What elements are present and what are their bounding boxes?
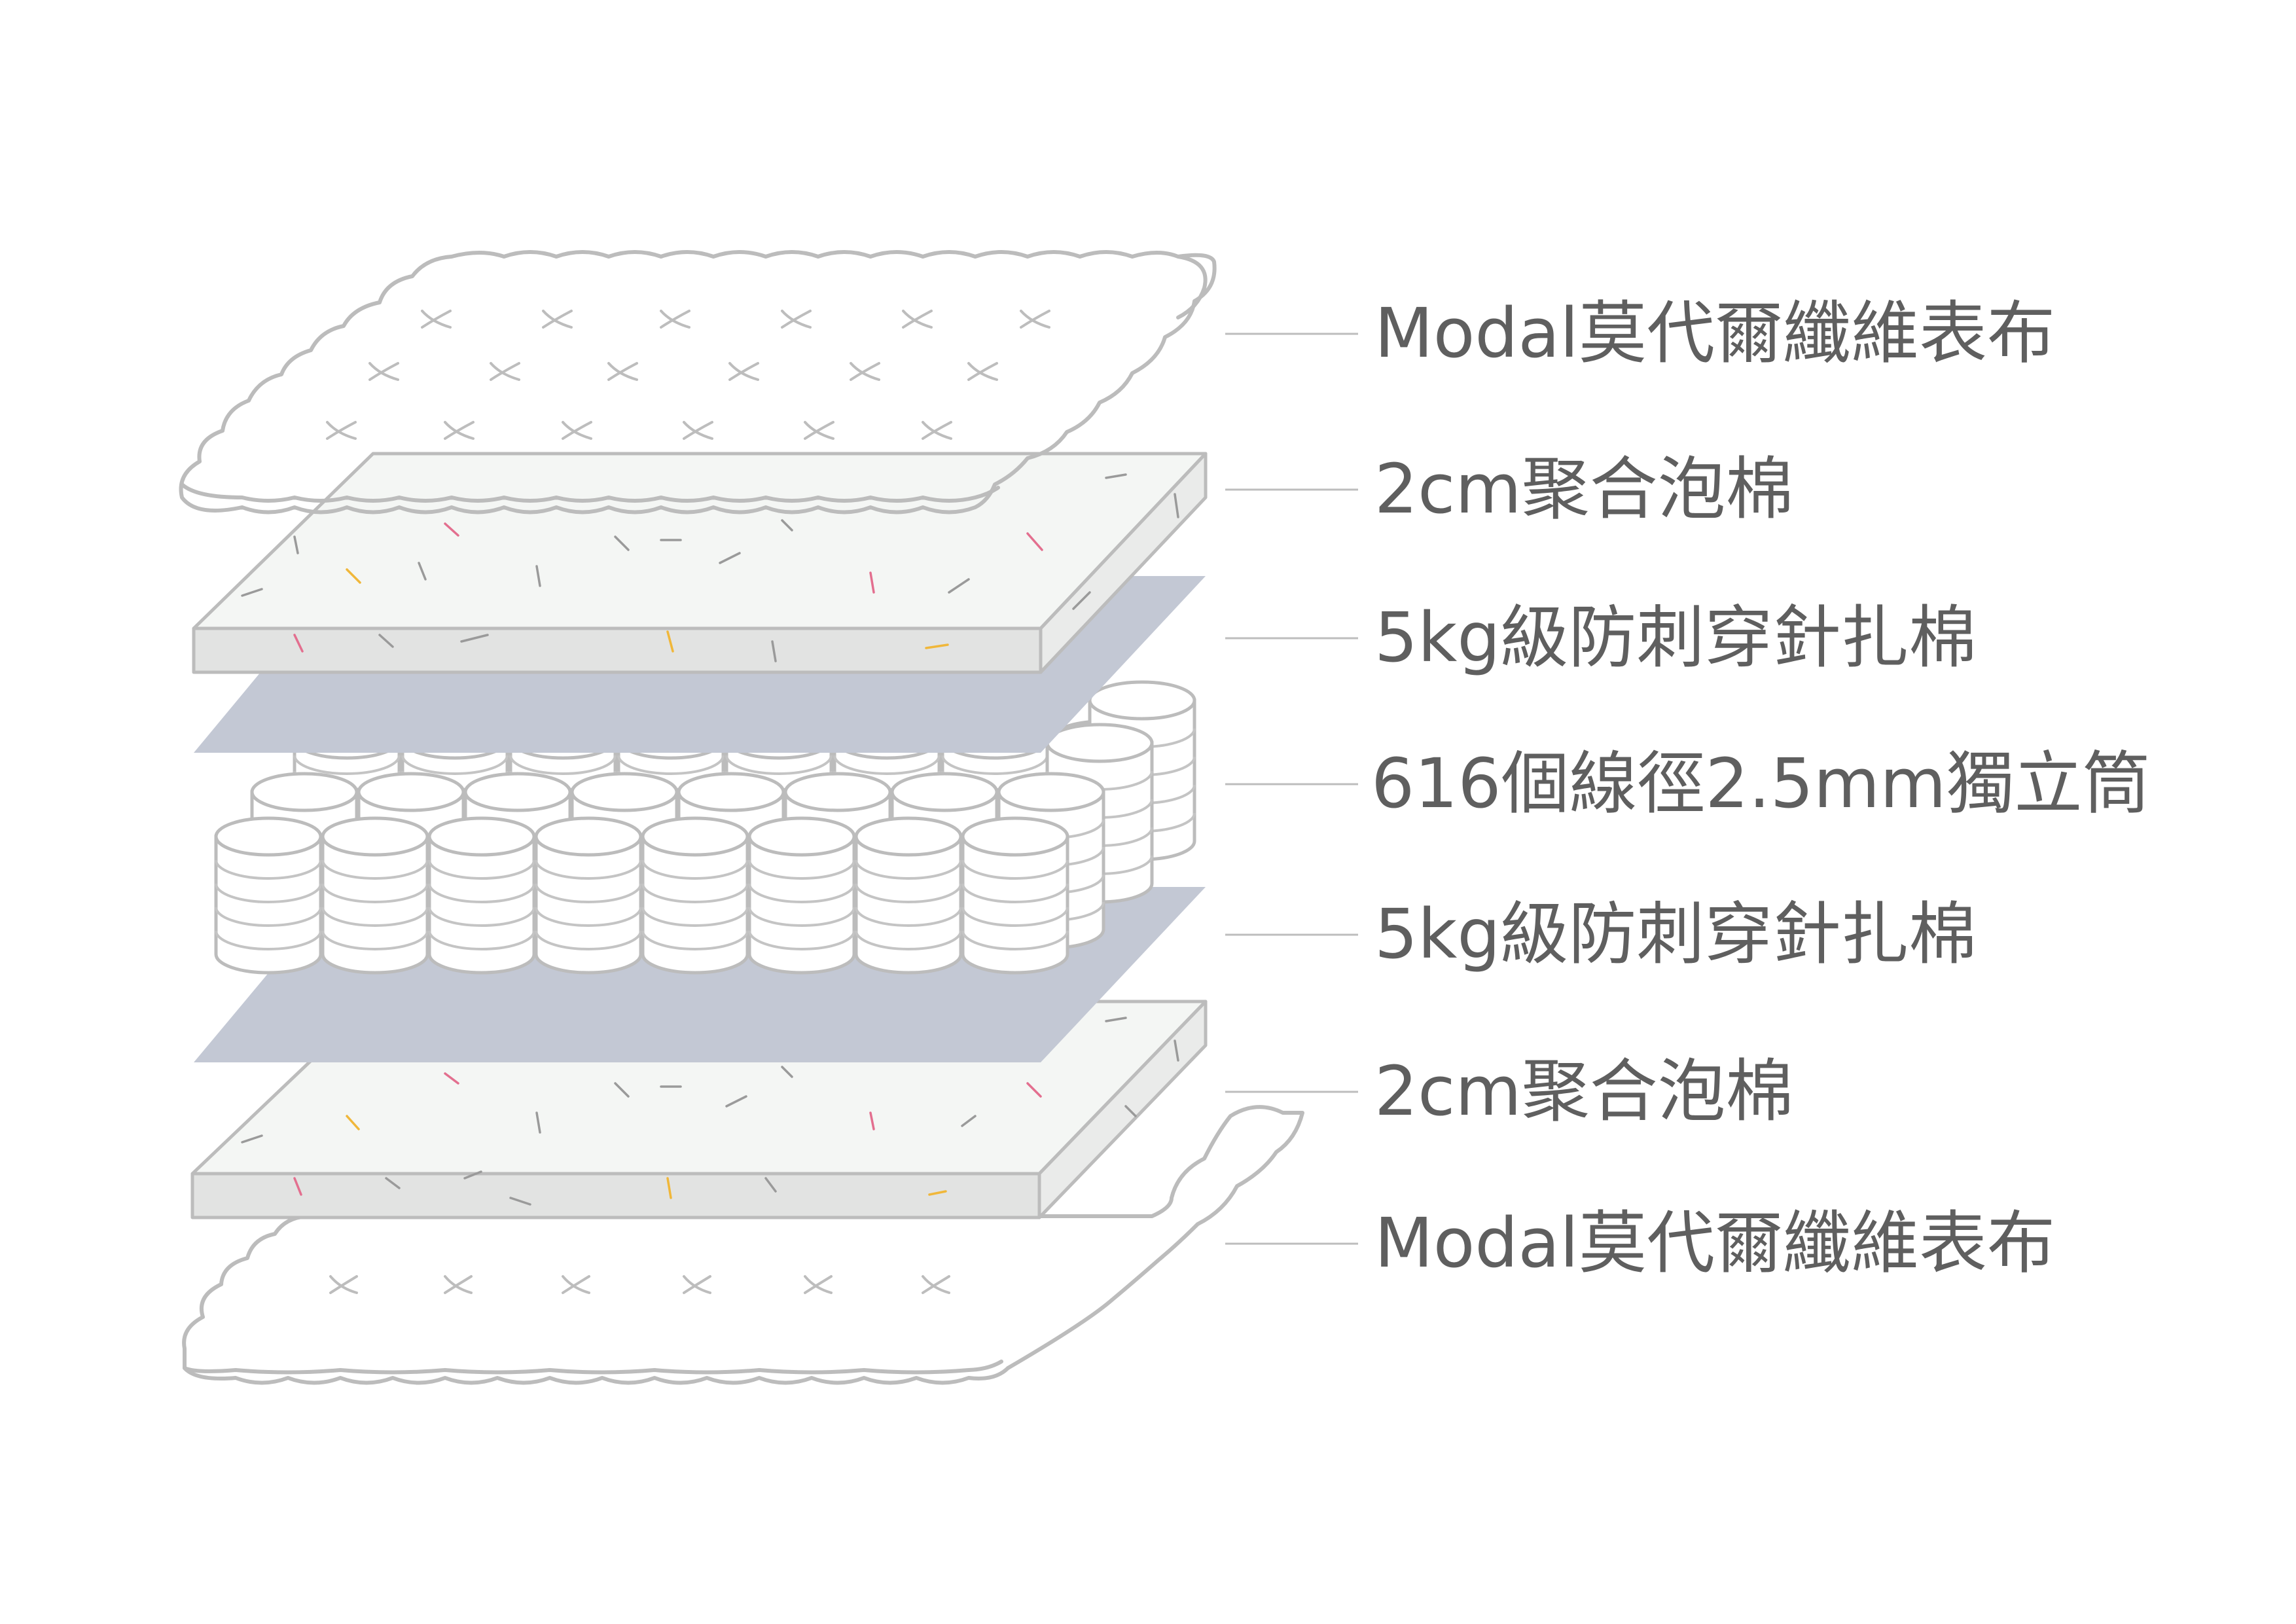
pocket-spring-coil [214, 816, 323, 975]
bottom-foam-front [190, 1172, 1041, 1219]
label-bottom-fabric: Modal莫代爾纖維表布 [1374, 1203, 2055, 1283]
top-fabric-layer [179, 250, 1217, 514]
bottom-foam-fibers [241, 1017, 1179, 1206]
bottom-fabric-quilt-marks [329, 1275, 950, 1294]
top-foam-front [192, 626, 1043, 674]
top-fabric-quilt-marks [326, 310, 1050, 440]
label-bottom-felt: 5kg級防刺穿針扎棉 [1374, 894, 1977, 974]
bottom-fabric-layer [182, 1105, 1304, 1385]
label-bottom-foam: 2cm聚合泡棉 [1374, 1051, 1794, 1131]
label-springs: 616個線徑2.5mm獨立筒 [1371, 744, 2151, 823]
pocket-spring-coil [854, 816, 963, 975]
label-top-foam: 2cm聚合泡棉 [1374, 449, 1794, 529]
pocket-spring-icon [214, 680, 1196, 975]
pocket-spring-coil [321, 816, 429, 975]
top-foam-top [192, 452, 1208, 630]
pocket-spring-coil [747, 816, 856, 975]
pocket-spring-coil [961, 816, 1069, 975]
pocket-spring-coil [641, 816, 749, 975]
label-top-fabric: Modal莫代爾纖維表布 [1374, 293, 2055, 373]
label-top-felt: 5kg級防刺穿針扎棉 [1374, 598, 1977, 677]
pocket-spring-coil [534, 816, 643, 975]
top-foam-side [1039, 452, 1208, 674]
top-fabric-icon [179, 250, 1217, 514]
layer-labels: Modal莫代爾纖維表布 2cm聚合泡棉 5kg級防刺穿針扎棉 616個線徑2.… [1371, 293, 2151, 1283]
top-foam-layer [192, 452, 1208, 674]
leader-lines [1225, 333, 1358, 1245]
bottom-foam-side [1037, 1000, 1208, 1219]
bottom-fabric-icon [182, 1105, 1304, 1385]
top-foam-fibers [241, 473, 1179, 662]
pocket-spring-coil [427, 816, 536, 975]
